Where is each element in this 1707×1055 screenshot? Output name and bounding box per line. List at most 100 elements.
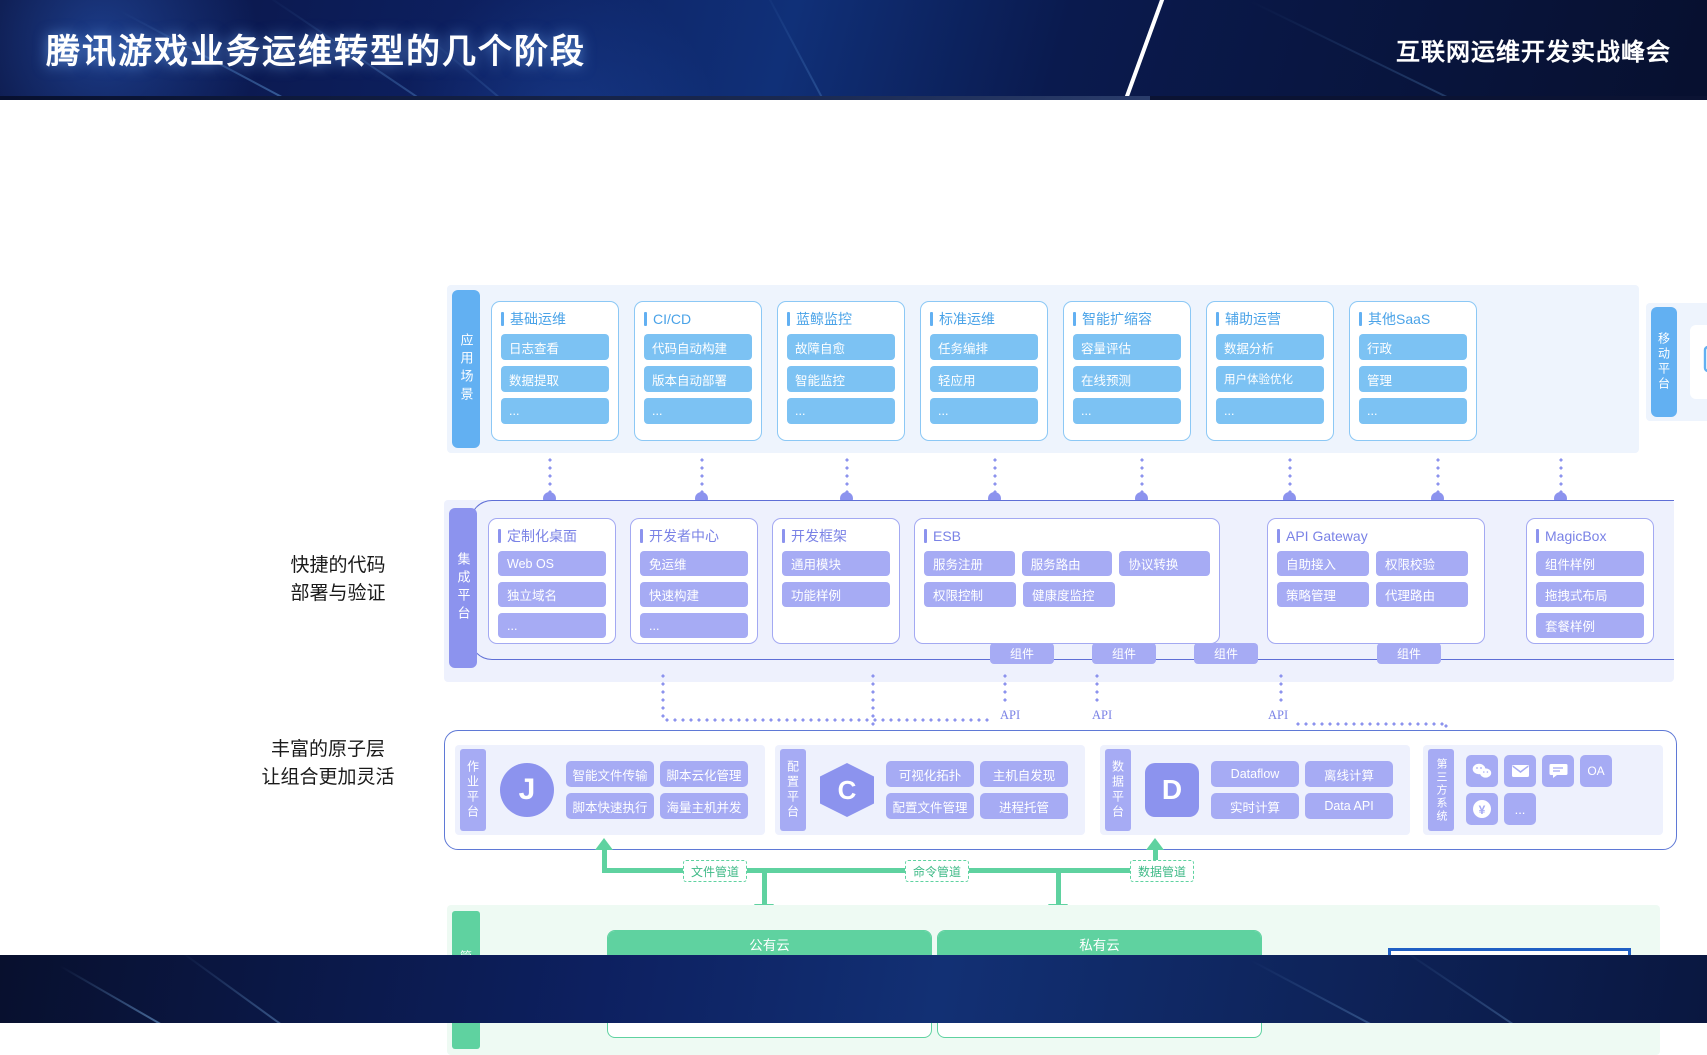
atomic-chip[interactable]: Dataflow [1211, 761, 1299, 787]
int-chip[interactable]: 功能样例 [782, 582, 890, 607]
gw-chip-row-2: 策略管理 代理路由 [1277, 582, 1475, 613]
atomic-group-third-party[interactable]: 第三方系统 OA ¥ [1423, 745, 1663, 835]
header-divider-slash [1114, 0, 1170, 96]
int-chip[interactable]: 套餐样例 [1536, 613, 1644, 638]
footer-streak [1399, 955, 1633, 1023]
app-card-standard-ops[interactable]: 标准运维 任务编排 轻应用 ... [920, 301, 1048, 441]
card-title: 蓝鲸监控 [796, 311, 852, 327]
app-chip-more[interactable]: ... [1359, 398, 1467, 424]
atomic-group-label: 作业平台 [460, 749, 486, 831]
atomic-chip[interactable]: 脚本快速执行 [566, 793, 654, 819]
app-chip-more[interactable]: ... [501, 398, 609, 424]
component-tab[interactable]: 组件 [1377, 643, 1441, 664]
app-chip[interactable]: 数据分析 [1216, 334, 1324, 360]
app-chip[interactable]: 轻应用 [930, 366, 1038, 392]
int-chip[interactable]: 独立域名 [498, 582, 606, 607]
app-chip[interactable]: 容量评估 [1073, 334, 1181, 360]
app-card-cicd[interactable]: CI/CD 代码自动构建 版本自动部署 ... [634, 301, 762, 441]
atomic-group-job-platform[interactable]: 作业平台 J 智能文件传输 脚本云化管理 脚本快速执行 海量主机并发 [455, 745, 765, 835]
app-chip[interactable]: 行政 [1359, 334, 1467, 360]
annotation-integration: 快捷的代码 部署与验证 [248, 552, 428, 608]
app-chip[interactable]: 任务编排 [930, 334, 1038, 360]
atomic-chip[interactable]: 智能文件传输 [566, 761, 654, 787]
app-chip-more[interactable]: ... [1073, 398, 1181, 424]
app-chip[interactable]: 日志查看 [501, 334, 609, 360]
int-chip[interactable]: 组件样例 [1536, 551, 1644, 576]
atomic-chip[interactable]: 可视化拓扑 [886, 761, 974, 787]
atomic-chip[interactable]: 脚本云化管理 [660, 761, 748, 787]
atomic-chip[interactable]: 离线计算 [1305, 761, 1393, 787]
app-chip[interactable]: 在线预测 [1073, 366, 1181, 392]
app-chip-more[interactable]: ... [1216, 398, 1324, 424]
int-chip[interactable]: 拖拽式布局 [1536, 582, 1644, 607]
app-card-other-saas[interactable]: 其他SaaS 行政 管理 ... [1349, 301, 1477, 441]
int-chip[interactable]: 服务路由 [1021, 551, 1113, 576]
oa-icon[interactable]: OA [1580, 755, 1612, 787]
int-chip[interactable]: 快速构建 [640, 582, 748, 607]
int-chip[interactable]: 服务注册 [924, 551, 1015, 576]
card-title: 标准运维 [939, 311, 995, 327]
int-chip[interactable]: 代理路由 [1376, 582, 1468, 607]
app-chip[interactable]: 代码自动构建 [644, 334, 752, 360]
annotation-atomic: 丰富的原子层 让组合更加灵活 [228, 736, 428, 792]
card-title-row: 开发框架 [782, 529, 890, 543]
int-chip[interactable]: 策略管理 [1277, 582, 1369, 607]
accent-tick-icon [930, 312, 933, 326]
int-chip[interactable]: 权限控制 [924, 582, 1016, 607]
int-card-custom-desktop[interactable]: 定制化桌面 Web OS 独立域名 ... [488, 518, 616, 644]
int-chip[interactable]: 协议转换 [1119, 551, 1211, 576]
atomic-group-data-platform[interactable]: 数据平台 D Dataflow 离线计算 实时计算 Data API [1100, 745, 1410, 835]
atomic-chip[interactable]: 主机自发现 [980, 761, 1068, 787]
int-card-developer-center[interactable]: 开发者中心 免运维 快速构建 ... [630, 518, 758, 644]
int-chip[interactable]: 健康度监控 [1023, 582, 1115, 607]
atomic-chip[interactable]: 进程托管 [980, 793, 1068, 819]
component-tab[interactable]: 组件 [1194, 643, 1258, 664]
app-chip[interactable]: 智能监控 [787, 366, 895, 392]
app-card-basic-ops[interactable]: 基础运维 日志查看 数据提取 ... [491, 301, 619, 441]
atomic-group-config-platform[interactable]: 配置平台 C 可视化拓扑 主机自发现 配置文件管理 进程托管 [775, 745, 1085, 835]
atomic-chip[interactable]: 配置文件管理 [886, 793, 974, 819]
third-party-more-icon[interactable]: ... [1504, 793, 1536, 825]
connector-dotted [548, 456, 552, 502]
int-chip[interactable]: Web OS [498, 551, 606, 576]
int-chip-more[interactable]: ... [498, 613, 606, 638]
component-tab[interactable]: 组件 [1092, 643, 1156, 664]
int-chip[interactable]: 自助接入 [1277, 551, 1369, 576]
int-chip-more[interactable]: ... [640, 613, 748, 638]
app-chip-more[interactable]: ... [644, 398, 752, 424]
atomic-group-label: 数据平台 [1105, 749, 1131, 831]
int-chip[interactable]: 免运维 [640, 551, 748, 576]
int-chip[interactable]: 权限校验 [1376, 551, 1468, 576]
message-icon[interactable] [1542, 755, 1574, 787]
api-connector-v [1003, 672, 1007, 704]
atomic-chip[interactable]: 实时计算 [1211, 793, 1299, 819]
atomic-chip[interactable]: 海量主机并发 [660, 793, 748, 819]
yen-icon[interactable]: ¥ [1466, 793, 1498, 825]
app-card-assist-ops[interactable]: 辅助运营 数据分析 用户体验优化 ... [1206, 301, 1334, 441]
card-title-row: ESB [924, 529, 1210, 543]
api-label: API [1092, 708, 1113, 722]
app-chip-more[interactable]: ... [930, 398, 1038, 424]
int-chip[interactable]: 通用模块 [782, 551, 890, 576]
app-card-autoscale[interactable]: 智能扩缩容 容量评估 在线预测 ... [1063, 301, 1191, 441]
app-chip[interactable]: 管理 [1359, 366, 1467, 392]
int-card-dev-framework[interactable]: 开发框架 通用模块 功能样例 [772, 518, 900, 644]
esb-chip-row-2: 权限控制 健康度监控 [924, 582, 1210, 613]
accent-tick-icon [924, 529, 927, 543]
card-title-row: 辅助运营 [1216, 312, 1324, 326]
component-tab[interactable]: 组件 [990, 643, 1054, 664]
atomic-chip[interactable]: Data API [1305, 793, 1393, 819]
app-chip[interactable]: 故障自愈 [787, 334, 895, 360]
accent-tick-icon [1073, 312, 1076, 326]
int-card-api-gateway[interactable]: API Gateway 自助接入 权限校验 策略管理 代理路由 [1267, 518, 1485, 644]
wechat-icon[interactable] [1466, 755, 1498, 787]
int-card-magicbox[interactable]: MagicBox 组件样例 拖拽式布局 套餐样例 [1526, 518, 1654, 644]
app-chip[interactable]: 数据提取 [501, 366, 609, 392]
accent-tick-icon [1277, 529, 1280, 543]
int-card-esb[interactable]: ESB 服务注册 服务路由 协议转换 权限控制 健康度监控 [914, 518, 1220, 644]
app-chip[interactable]: 用户体验优化 [1216, 366, 1324, 392]
app-chip-more[interactable]: ... [787, 398, 895, 424]
app-chip[interactable]: 版本自动部署 [644, 366, 752, 392]
app-card-bk-monitor[interactable]: 蓝鲸监控 故障自愈 智能监控 ... [777, 301, 905, 441]
mail-icon[interactable] [1504, 755, 1536, 787]
